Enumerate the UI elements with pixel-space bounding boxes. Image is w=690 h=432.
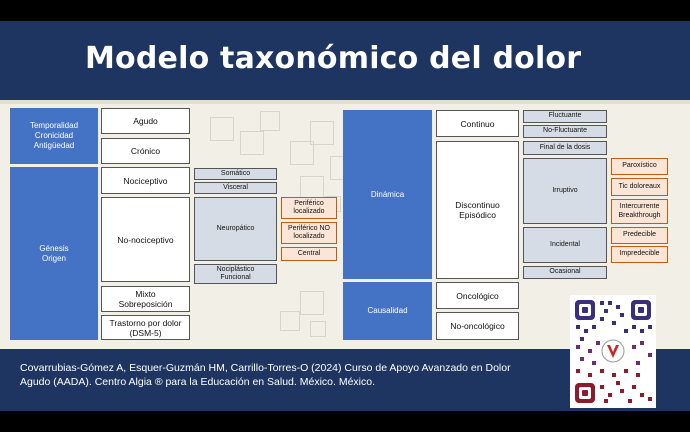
dinamica-category: Dinámica (343, 110, 432, 279)
title-stripe (0, 100, 690, 104)
trastorno-box: Trastorno por dolor (DSM-5) (101, 315, 190, 340)
continuo-box: Continuo (436, 110, 519, 137)
agudo-box: Agudo (101, 108, 190, 134)
tic-doloreaux-box: Tic doloreaux (611, 178, 668, 196)
causalidad-category: Causalidad (343, 282, 432, 340)
central-box: Central (281, 247, 337, 261)
no-fluctuante-box: No-Fluctuante (523, 125, 607, 138)
slide: Modelo taxonómico del dolor Temporalidad… (0, 21, 690, 411)
cronico-box: Crónico (101, 138, 190, 164)
title-bar: Modelo taxonómico del dolor (0, 21, 690, 100)
oncologico-box: Oncológico (436, 282, 519, 309)
fluctuante-box: Fluctuante (523, 110, 607, 123)
impredecible-box: Impredecible (611, 246, 668, 263)
genesis-category: Génesis Origen (10, 167, 98, 340)
nociplastico-box: Nociplástico Funcional (194, 264, 277, 284)
citation-text: Covarrubias-Gómez A, Esquer-Guzmán HM, C… (20, 362, 511, 388)
periferico-localizado-box: Periférico localizado (281, 197, 337, 219)
visceral-box: Visceral (194, 182, 277, 194)
somatico-box: Somático (194, 168, 277, 180)
slide-title: Modelo taxonómico del dolor (85, 41, 582, 76)
no-oncologico-box: No-oncológico (436, 312, 519, 340)
final-dosis-box: Final de la dosis (523, 141, 607, 155)
nociceptivo-box: Nociceptivo (101, 167, 190, 194)
qr-code[interactable] (570, 295, 656, 408)
discontinuo-box: Discontinuo Episódico (436, 141, 519, 279)
predecible-box: Predecible (611, 227, 668, 244)
neuropatico-box: Neuropático (194, 197, 277, 261)
periferico-no-localizado-box: Periférico NO localizado (281, 222, 337, 244)
no-nociceptivo-box: No-nociceptivo (101, 197, 190, 282)
ocasional-box: Ocasional (523, 266, 607, 279)
irruptivo-box: Irruptivo (523, 158, 607, 224)
qr-code-graphic (570, 295, 656, 408)
temporalidad-category: Temporalidad Cronicidad Antigüedad (10, 108, 98, 164)
intercurrente-box: Intercurrente Breakthrough (611, 199, 668, 224)
incidental-box: Incidental (523, 227, 607, 263)
paroxistico-box: Paroxístico (611, 158, 668, 175)
mixto-box: Mixto Sobreposición (101, 286, 190, 312)
